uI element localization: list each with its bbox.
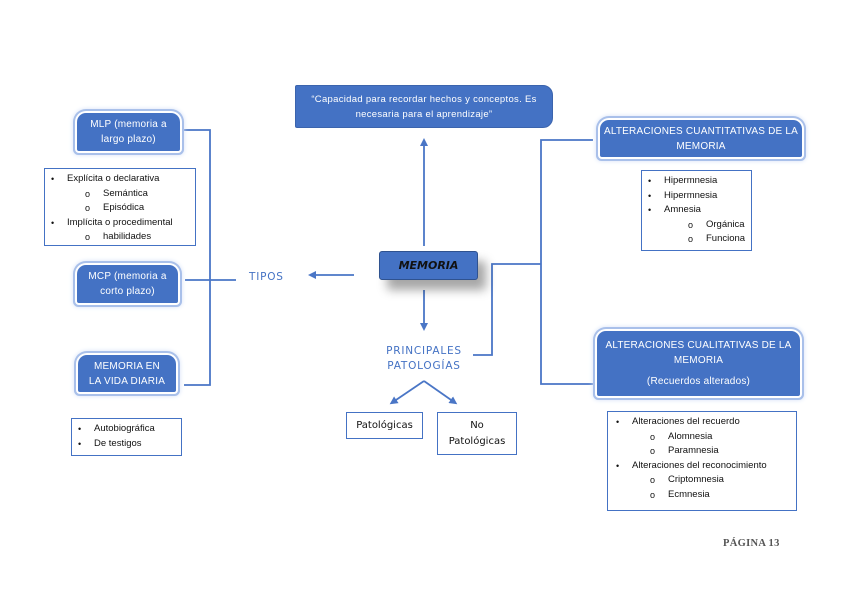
vida-diaria-node: MEMORIA EN LA VIDA DIARIA [78, 355, 176, 392]
memoria-label: MEMORIA [398, 259, 459, 272]
mlp-line-1: MLP (memoria a [90, 119, 167, 130]
list-item-text: habilidades [103, 231, 152, 242]
definition-line-2: necesaria para el aprendizaje” [355, 108, 493, 120]
vida-diaria-list: • Autobiográfica • De testigos [71, 418, 182, 456]
patologicas-label: Patológicas [356, 419, 413, 431]
list-item: • Alteraciones del reconocimiento [614, 459, 792, 474]
patologias-label: PRINCIPALES PATOLOGÍAS [380, 344, 468, 374]
cualitativas-line-2: MEMORIA [673, 355, 724, 366]
list-item-text: Funciona [706, 233, 746, 244]
vida-diaria-line-1: MEMORIA EN [94, 360, 160, 372]
sub-bullet-icon: o [650, 446, 656, 456]
list-item: • Amnesia [646, 203, 747, 218]
list-item-text: Implícita o procedimental [67, 216, 173, 228]
bullet-icon: • [78, 438, 82, 449]
bullet-icon: • [51, 217, 55, 228]
sub-bullet-icon: o [688, 219, 694, 230]
list-item: • Autobiográfica [76, 422, 177, 437]
sub-bullet-icon: o [688, 234, 694, 244]
patologias-connector [473, 263, 541, 356]
alteraciones-bracket [540, 139, 593, 385]
list-item: o Funciona [646, 232, 747, 247]
definition-line-1: “Capacidad para recordar hechos y concep… [311, 93, 537, 105]
no-patologicas-box: No Patológicas [437, 412, 517, 455]
mcp-node: MCP (memoria a corto plazo) [77, 265, 178, 303]
definition-box: “Capacidad para recordar hechos y concep… [295, 85, 553, 128]
list-item-text: Hipermnesia [664, 189, 718, 201]
list-item-text: Alteraciones del recuerdo [632, 416, 740, 427]
list-item-text: Semántica [103, 187, 148, 199]
list-item: o Criptomnesia [614, 473, 792, 488]
vida-diaria-line-2: LA VIDA DIARIA [88, 375, 166, 387]
list-item: o Ecmnesia [614, 488, 792, 503]
sub-bullet-icon: o [85, 232, 91, 242]
list-item: o Orgánica [646, 218, 747, 233]
page-number: PÁGINA 13 [723, 538, 780, 549]
bullet-icon: • [51, 174, 55, 184]
cuantitativas-node: ALTERACIONES CUANTITATIVAS DE LA MEMORIA [600, 120, 802, 157]
bullet-icon: • [648, 205, 652, 215]
list-item: • De testigos [76, 437, 177, 452]
arrow-to-no-patologicas [423, 380, 458, 405]
list-item-text: Explícita o declarativa [67, 173, 160, 184]
list-item-text: De testigos [94, 437, 142, 449]
list-item: • Implícita o procedimental [49, 216, 191, 231]
list-item: o Alomnesia [614, 430, 792, 445]
mlp-node: MLP (memoria a largo plazo) [77, 113, 180, 151]
list-item: • Hipermnesia [646, 189, 747, 204]
sub-bullet-icon: o [85, 203, 91, 213]
bullet-icon: • [648, 176, 652, 186]
list-item: o Paramnesia [614, 444, 792, 459]
bullet-icon: • [616, 417, 620, 427]
no-patologicas-line-1: No [470, 419, 484, 431]
list-item: • Hipermnesia [646, 174, 747, 189]
patologias-line-1: PRINCIPALES [386, 345, 462, 357]
list-item-text: Orgánica [706, 218, 745, 230]
list-item-text: Alteraciones del reconocimiento [632, 459, 767, 471]
list-item-text: Episódica [103, 202, 145, 213]
list-item: o Episódica [49, 201, 191, 216]
mcp-line-1: MCP (memoria a [88, 271, 167, 282]
mcp-line-2: corto plazo) [100, 286, 155, 297]
cuantitativas-list: • Hipermnesia • Hipermnesia • Amnesia o Orgánic… [641, 170, 752, 251]
tipos-bracket [184, 129, 211, 386]
list-item-text: Amnesia [664, 204, 701, 215]
bullet-icon: • [78, 424, 82, 434]
list-item-text: Autobiográfica [94, 423, 155, 434]
list-item: o habilidades [49, 230, 191, 245]
cualitativas-line-1: ALTERACIONES CUALITATIVAS DE LA [605, 340, 792, 351]
arrow-to-patologicas [389, 380, 425, 405]
list-item-text: Criptomnesia [668, 474, 724, 485]
cuantitativas-line-2: MEMORIA [676, 140, 726, 152]
list-item: • Alteraciones del recuerdo [614, 415, 792, 430]
sub-bullet-icon: o [85, 188, 91, 199]
patologias-line-2: PATOLOGÍAS [387, 360, 461, 372]
no-patologicas-line-2: Patológicas [448, 435, 506, 447]
sub-bullet-icon: o [650, 431, 656, 442]
cuantitativas-line-1: ALTERACIONES CUANTITATIVAS DE LA [603, 125, 799, 137]
sub-bullet-icon: o [650, 475, 656, 485]
bullet-icon: • [616, 460, 620, 471]
list-item-text: Alomnesia [668, 430, 713, 442]
cualitativas-line-3: (Recuerdos alterados) [646, 376, 751, 387]
sub-bullet-icon: o [650, 489, 656, 500]
patologicas-box: Patológicas [346, 412, 423, 439]
list-item-text: Ecmnesia [668, 488, 710, 500]
memoria-central-node: MEMORIA [379, 251, 478, 280]
list-item-text: Paramnesia [668, 445, 719, 456]
mlp-line-2: largo plazo) [101, 134, 156, 145]
list-item: o Semántica [49, 187, 191, 202]
cualitativas-node: ALTERACIONES CUALITATIVAS DE LA MEMORIA … [597, 331, 800, 396]
list-item-text: Hipermnesia [664, 175, 718, 186]
bullet-icon: • [648, 190, 652, 201]
tipos-label: TIPOS [249, 271, 284, 283]
list-item: • Explícita o declarativa [49, 172, 191, 187]
